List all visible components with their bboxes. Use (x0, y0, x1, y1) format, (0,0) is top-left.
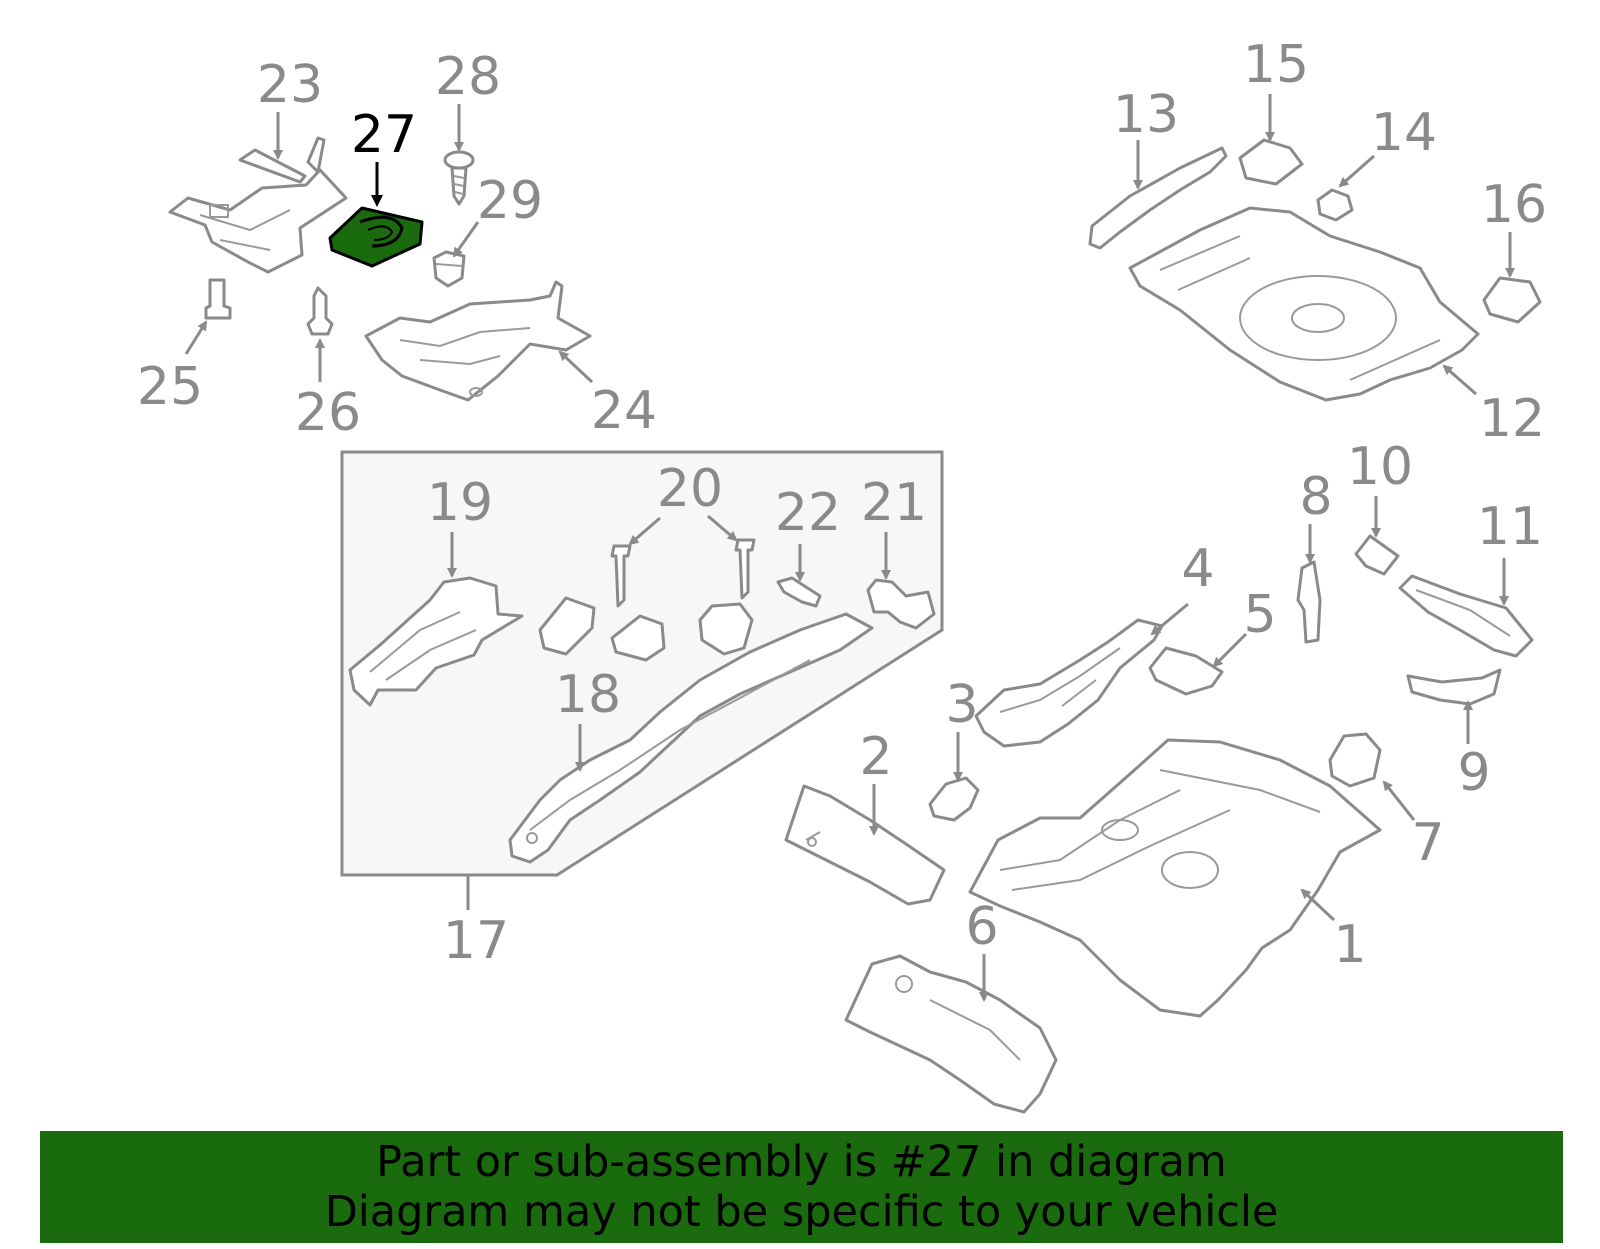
callout-7: 7 (1411, 813, 1444, 873)
callout-11: 11 (1477, 497, 1543, 557)
part-13-shape (1088, 146, 1228, 250)
callout-5: 5 (1243, 585, 1276, 645)
part-11-shape (1398, 574, 1534, 658)
callout-2: 2 (859, 727, 892, 787)
part-27-shape (328, 206, 424, 268)
part-4-shape (974, 618, 1164, 748)
callout-29: 29 (477, 171, 543, 231)
callout-19: 19 (427, 473, 493, 533)
callout-10: 10 (1347, 437, 1413, 497)
part-29-shape (432, 250, 466, 288)
callout-23: 23 (257, 55, 323, 115)
callout-26: 26 (295, 383, 361, 443)
part-12-shape (1128, 206, 1480, 402)
callout-9: 9 (1457, 743, 1490, 803)
callout-1: 1 (1333, 915, 1366, 975)
part-26-shape (306, 286, 334, 336)
part-1-shape (968, 738, 1382, 1018)
banner-disclaimer-line: Diagram may not be specific to your vehi… (324, 1187, 1279, 1237)
part-22-shape (776, 576, 822, 608)
banner-part-line: Part or sub-assembly is #27 in diagram (376, 1137, 1227, 1187)
callout-15: 15 (1243, 35, 1309, 95)
callout-13: 13 (1113, 85, 1179, 145)
part-21-shape (866, 578, 936, 630)
part-14-shape (1316, 188, 1354, 222)
callout-18: 18 (555, 665, 621, 725)
callout-21: 21 (861, 473, 927, 533)
leader-arrows (184, 94, 1515, 1002)
callout-12: 12 (1479, 389, 1545, 449)
part-3-shape (928, 776, 980, 822)
callout-27: 27 (351, 105, 417, 165)
part-28-shape (443, 150, 475, 206)
callout-24: 24 (591, 381, 657, 441)
part-7-shape (1328, 732, 1382, 788)
callout-4: 4 (1181, 539, 1214, 599)
part-23-shape (168, 136, 348, 274)
part-9-shape (1406, 668, 1502, 706)
callout-20: 20 (657, 459, 723, 519)
callout-3: 3 (945, 675, 978, 735)
callout-17: 17 (443, 911, 509, 971)
callout-25: 25 (137, 357, 203, 417)
callout-28: 28 (435, 47, 501, 107)
callout-14: 14 (1371, 103, 1437, 163)
callout-22: 22 (775, 483, 841, 543)
part-20-shape (538, 538, 756, 662)
part-10-shape (1354, 534, 1400, 576)
part-25-shape (204, 278, 232, 320)
part-15-shape (1238, 138, 1304, 186)
group-box-17 (340, 450, 944, 877)
part-24-shape (364, 280, 592, 402)
part-18-shape (508, 612, 874, 864)
part-8-shape (1296, 560, 1322, 644)
callout-16: 16 (1481, 175, 1547, 235)
callout-8: 8 (1299, 467, 1332, 527)
part-19-shape (348, 576, 524, 707)
part-16-shape (1482, 276, 1542, 324)
part-2-shape (784, 784, 946, 906)
callout-6: 6 (965, 897, 998, 957)
part-6-shape (844, 954, 1058, 1114)
part-5-shape (1148, 646, 1224, 696)
info-banner: Part or sub-assembly is #27 in diagram D… (40, 1131, 1563, 1243)
